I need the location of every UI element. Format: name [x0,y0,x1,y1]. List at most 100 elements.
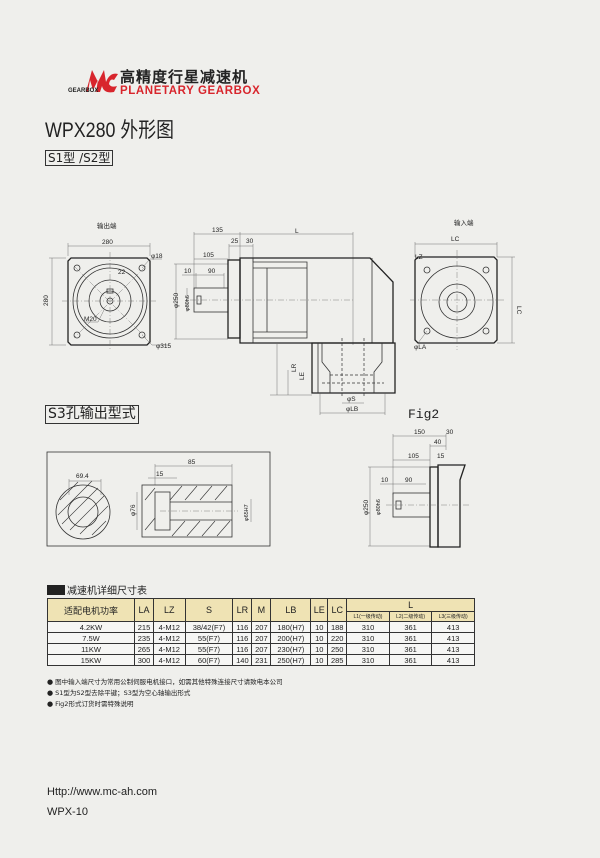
variant-label: S1型 /S2型 [45,150,114,166]
dim-LR: LR [291,363,298,372]
dim-S: φS [347,396,356,403]
col-L2: L2(二级传动) [389,612,432,621]
dim-L: L [295,228,299,235]
cell: 180(H7) [271,622,311,632]
s3-drawing: 69.4 85 15 φ76 φ65H7 [46,451,271,547]
cell: 250(H7) [271,655,311,665]
fig2-label: Fig2 [408,407,440,422]
cell: 413 [432,633,474,643]
cell: 361 [389,633,432,643]
table-title-text: 减速机详细尺寸表 [67,586,147,597]
cell: 250 [328,644,347,654]
cell: 55(F7) [185,633,233,643]
cell: 116 [233,644,252,654]
dim-LE: LE [299,371,306,380]
section-marker-icon [47,584,65,595]
fig2-dim-150: 150 [414,429,425,436]
dim-10: 10 [184,268,192,275]
dim-width: 280 [102,239,113,246]
cell: 116 [233,633,252,643]
brand-title-en: PLANETARY GEARBOX [120,85,261,97]
fig2-dim-shaft: φ80h6 [376,499,382,515]
fig2-dim-250: φ250 [363,500,370,515]
dim-90: 90 [208,268,216,275]
col-motor-power: 适配电机功率 [48,599,134,621]
dim-LA: φLA [414,344,427,351]
cell: 4-M12 [154,644,185,654]
output-end-label: 输出端 [97,221,117,230]
col-L1: L1(一级传动) [347,612,389,621]
cell: 10 [311,622,328,632]
col-L3: L3(三级传动) [432,612,474,621]
cell: 220 [328,633,347,643]
dim-height: 280 [43,295,50,306]
mc-logo-icon [86,70,118,93]
brand-sub: GEARBOX [68,88,99,94]
brand-title-zh: 高精度行星减速机 [120,68,249,86]
col-LA: LA [135,599,153,621]
cell: 4.2KW [48,622,134,632]
dim-30: 30 [246,238,254,245]
cell: 310 [347,655,389,665]
fig2-dim-15: 15 [437,453,445,460]
col-L: L [347,599,474,611]
cell: 207 [252,633,271,643]
col-LB: LB [271,599,311,621]
cell: 10 [311,633,328,643]
cell: 300 [135,655,153,665]
cell: 11KW [48,644,134,654]
dim-thread: M20 [84,316,97,323]
cell: 413 [432,655,474,665]
output-end-view: 输出端 280 280 φ18 22 M20 φ315 [43,221,171,350]
dim-105: 105 [203,252,214,259]
cell: 361 [389,622,432,632]
page-title: WPX280 外形图 [45,119,174,142]
dimension-table: 适配电机功率 LA LZ S LR M LB LE LC L L1(一级传动) … [47,598,475,666]
dim-LB: φLB [346,406,358,413]
cell: 310 [347,622,389,632]
fig2-dim-105: 105 [408,453,419,460]
table-title: 减速机详细尺寸表 [47,582,147,597]
note: S1型为S2型去除平键；S3型为空心轴输出形式 [47,688,283,699]
dim-65: φ65H7 [244,504,250,521]
cell: 207 [252,622,271,632]
page-number: WPX-10 [47,806,88,818]
col-LZ: LZ [154,599,185,621]
dim-250: φ250 [173,293,180,308]
cell: 310 [347,644,389,654]
cell: 310 [347,633,389,643]
col-LR: LR [233,599,252,621]
cell: 15KW [48,655,134,665]
notes: 图中输入端尺寸为常用公制伺服电机接口，如需其他特殊连接尺寸请致电本公司 S1型为… [47,677,283,710]
s3-section-label: S3孔输出型式 [45,405,139,424]
cell: 10 [311,655,328,665]
cell: 285 [328,655,347,665]
input-end-label: 输入端 [454,218,474,227]
cell: 55(F7) [185,644,233,654]
fig2-drawing: 150 30 40 105 15 10 90 φ250 φ80h6 [363,429,470,548]
cell: 361 [389,644,432,654]
dim-85: 85 [188,459,196,466]
dim-shaft: φ80h6 [185,295,191,311]
cell: 7.5W [48,633,134,643]
col-S: S [185,599,233,621]
dim-LC-vertical: LC [515,306,522,315]
cell: 4-M12 [154,622,185,632]
cell: 207 [252,644,271,654]
fig2-dim-30: 30 [446,429,454,436]
cell: 60(F7) [185,655,233,665]
cell: 235 [135,633,153,643]
fig2-dim-10: 10 [381,477,389,484]
cell: 215 [135,622,153,632]
col-LC: LC [328,599,347,621]
cell: 10 [311,644,328,654]
dim-pcd: φ315 [156,343,171,350]
col-LE: LE [311,599,328,621]
note: 图中输入端尺寸为常用公制伺服电机接口，如需其他特殊连接尺寸请致电本公司 [47,677,283,688]
cell: 4-M12 [154,633,185,643]
cell: 413 [432,644,474,654]
